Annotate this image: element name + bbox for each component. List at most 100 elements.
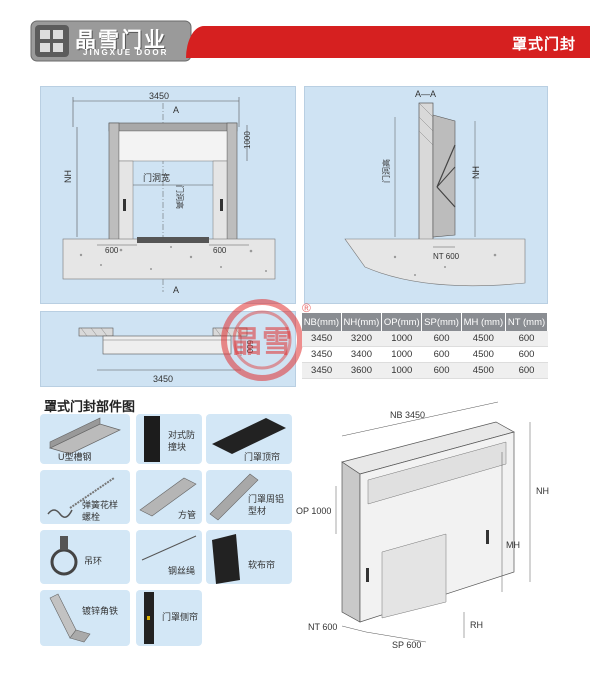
isometric-view: NB 3450 NH MH OP 1000 NT 600 SP 600 RH bbox=[296, 401, 549, 650]
watermark-mark: ® bbox=[302, 301, 311, 315]
part-label-ring: 吊环 bbox=[84, 556, 103, 566]
spring-image bbox=[47, 477, 115, 518]
table-cell: 3450 bbox=[302, 331, 342, 347]
table-cell: 3450 bbox=[302, 346, 342, 363]
part-bumper bbox=[136, 414, 202, 464]
side-view-drawing: A—A 门洞高 NH NT 600 bbox=[344, 89, 526, 287]
alu-profile-image bbox=[209, 473, 259, 521]
front-view-panel: 3450 A A 1000 NH 门洞宽 门洞高 600 bbox=[40, 86, 296, 304]
part-label-alu-1: 门罩周铝 bbox=[248, 494, 285, 504]
spec-table: NB(mm) NH(mm) OP(mm) SP(mm) MH (mm) NT (… bbox=[302, 313, 548, 379]
table-cell: 600 bbox=[421, 362, 462, 379]
side-view-panel: A—A 门洞高 NH NT 600 bbox=[304, 86, 548, 304]
table-cell: 1000 bbox=[381, 362, 422, 379]
front-side-left: 600 bbox=[105, 246, 119, 255]
front-door-height: 门洞高 bbox=[175, 185, 185, 209]
part-label-bumper-2: 撞块 bbox=[168, 442, 187, 452]
iso-sp-label: SP 600 bbox=[392, 640, 421, 650]
table-cell: 4500 bbox=[461, 346, 506, 363]
bumper-image bbox=[144, 416, 160, 462]
top-curtain-image bbox=[212, 418, 286, 454]
part-label-spring-1: 弹簧花样 bbox=[82, 500, 119, 510]
side-nt-label: NT 600 bbox=[433, 252, 460, 261]
part-square-tube bbox=[136, 470, 202, 524]
iso-mh-label: MH bbox=[506, 540, 520, 550]
part-angle bbox=[40, 590, 130, 646]
spec-col-sp: SP(mm) bbox=[421, 313, 462, 331]
table-row: 3450 3200 1000 600 4500 600 bbox=[302, 331, 548, 347]
top-depth-label: 600 bbox=[245, 340, 254, 354]
table-cell: 4500 bbox=[461, 331, 506, 347]
table-cell: 600 bbox=[505, 346, 548, 363]
brand-name-cn: 晶雪门业 bbox=[75, 29, 167, 52]
soft-curtain-image bbox=[212, 534, 240, 584]
front-width-label: 3450 bbox=[149, 91, 169, 101]
ring-image bbox=[50, 536, 78, 576]
title-banner: 罩式门封 bbox=[186, 26, 590, 58]
part-spring bbox=[40, 470, 130, 524]
part-label-bumper-1: 对式防 bbox=[168, 430, 196, 440]
brand-logo bbox=[30, 20, 192, 62]
side-section-title: A—A bbox=[415, 89, 436, 99]
part-u-channel bbox=[40, 414, 130, 464]
table-cell: 3400 bbox=[341, 346, 382, 363]
top-width-label: 3450 bbox=[153, 374, 173, 384]
part-wire bbox=[136, 530, 202, 584]
spec-header-row: NB(mm) NH(mm) OP(mm) SP(mm) MH (mm) NT (… bbox=[302, 313, 548, 331]
part-ring bbox=[40, 530, 130, 584]
iso-nt-label: NT 600 bbox=[308, 622, 337, 632]
section-mark-top: A bbox=[173, 105, 179, 115]
iso-rh-label: RH bbox=[470, 620, 483, 630]
part-label-top-curtain: 门罩顶帘 bbox=[244, 452, 281, 462]
table-cell: 4500 bbox=[461, 362, 506, 379]
table-cell: 600 bbox=[505, 331, 548, 347]
spec-col-nh: NH(mm) bbox=[341, 313, 383, 331]
part-label-u-channel: U型槽钢 bbox=[58, 452, 92, 462]
section-mark-bottom: A bbox=[173, 285, 179, 295]
part-top-curtain bbox=[206, 414, 292, 464]
front-nh-label: NH bbox=[63, 170, 73, 183]
spec-col-mh: MH (mm) bbox=[461, 313, 507, 331]
part-label-spring-2: 螺栓 bbox=[82, 512, 101, 522]
table-cell: 3200 bbox=[341, 331, 382, 347]
spec-col-nt: NT (mm) bbox=[505, 313, 548, 331]
table-cell: 3600 bbox=[341, 362, 382, 379]
table-cell: 600 bbox=[421, 331, 462, 347]
iso-op-label: OP 1000 bbox=[296, 506, 331, 516]
front-door-width: 门洞宽 bbox=[143, 172, 170, 183]
table-cell: 1000 bbox=[381, 331, 422, 347]
square-tube-image bbox=[139, 477, 197, 517]
table-row: 3450 3600 1000 600 4500 600 bbox=[302, 362, 548, 379]
part-label-square-tube: 方管 bbox=[178, 510, 197, 520]
u-channel-image bbox=[49, 417, 121, 455]
part-label-side-curtain: 门罩侧帘 bbox=[162, 612, 199, 622]
iso-nb-label: NB 3450 bbox=[390, 410, 425, 420]
table-row: 3450 3400 1000 600 4500 600 bbox=[302, 346, 548, 363]
watermark-text: 晶雪 bbox=[232, 326, 292, 359]
table-cell: 3450 bbox=[302, 362, 342, 379]
part-label-angle: 镀锌角铁 bbox=[82, 606, 119, 616]
top-view-drawing: 3450 600 bbox=[78, 327, 254, 384]
header: 晶雪门业 JINGXUE DOOR 罩式门封 bbox=[0, 0, 600, 66]
side-nh-label: NH bbox=[471, 166, 481, 179]
front-top-height: 1000 bbox=[243, 131, 252, 149]
table-cell: 600 bbox=[421, 346, 462, 363]
watermark-logo: 晶雪 ® bbox=[221, 299, 311, 381]
front-view-drawing: 3450 A A 1000 NH 门洞宽 门洞高 600 bbox=[62, 91, 276, 295]
part-alu-profile bbox=[206, 470, 292, 524]
wire-image bbox=[141, 535, 197, 561]
part-side-curtain bbox=[136, 590, 202, 646]
table-cell: 600 bbox=[505, 362, 548, 379]
side-door-height: 门洞高 bbox=[381, 159, 391, 183]
part-label-soft-curtain: 软布帘 bbox=[248, 560, 276, 570]
spec-col-nb: NB(mm) bbox=[302, 313, 342, 331]
brand-name-en: JINGXUE DOOR bbox=[83, 48, 169, 57]
parts-section-title: 罩式门封部件图 bbox=[44, 399, 136, 414]
side-curtain-image bbox=[144, 592, 154, 644]
part-label-alu-2: 型材 bbox=[248, 506, 267, 516]
front-side-right: 600 bbox=[213, 246, 227, 255]
iso-nh-label: NH bbox=[536, 486, 549, 496]
part-soft-curtain bbox=[206, 530, 292, 584]
spec-col-op: OP(mm) bbox=[381, 313, 423, 331]
page-title: 罩式门封 bbox=[511, 36, 576, 53]
